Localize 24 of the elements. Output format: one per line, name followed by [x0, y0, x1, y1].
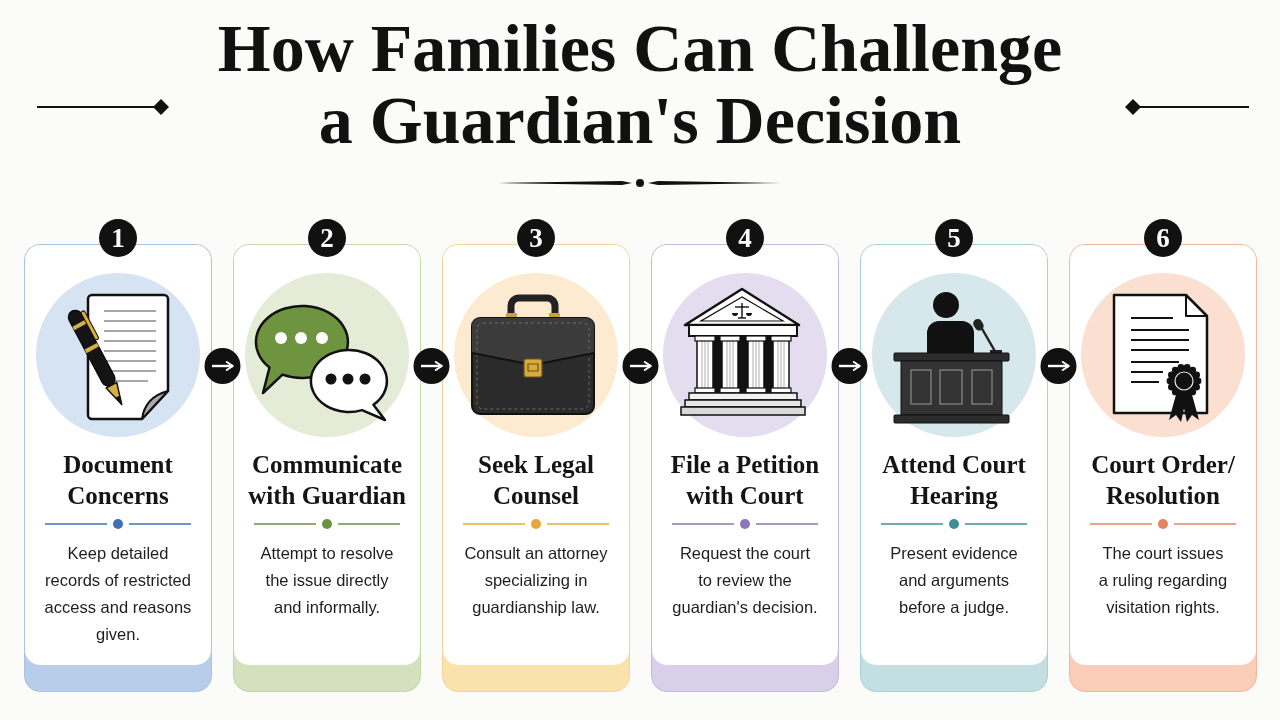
- step-title: Document Concerns: [62, 450, 174, 511]
- step-title: Attend Court Hearing: [881, 450, 1027, 511]
- step-title: File a Petition with Court: [669, 450, 821, 511]
- title: How Families Can Challenge a Guardian's Decision: [216, 12, 1064, 156]
- step-number: 6: [1144, 219, 1182, 257]
- step-title: Communicate with Guardian: [247, 450, 407, 511]
- step-number: 5: [935, 219, 973, 257]
- arrow: [212, 361, 234, 371]
- step-description: Present evidence and arguments before a judge.: [889, 543, 1019, 618]
- arrow: [839, 361, 861, 371]
- arrow: [630, 361, 652, 371]
- step-number: 3: [517, 219, 555, 257]
- arrow: [421, 361, 443, 371]
- step-number: 2: [308, 219, 346, 257]
- step-description: The court issues a ruling regarding visitation rights.: [1097, 543, 1229, 618]
- step-description: Attempt to resolve the issue directly and informally.: [259, 543, 395, 618]
- step-title: Seek Legal Counsel: [477, 450, 595, 511]
- step-number: 1: [99, 219, 137, 257]
- step-description: Keep detailed records of restricted access and reasons given.: [43, 543, 193, 645]
- step-description: Consult an attorney specializing in guardianship law.: [463, 543, 609, 618]
- step-title: Court Order/ Resolution: [1090, 450, 1236, 511]
- arrow: [1048, 361, 1070, 371]
- step-description: Request the court to review the guardian's decision.: [671, 543, 819, 618]
- step-number: 4: [726, 219, 764, 257]
